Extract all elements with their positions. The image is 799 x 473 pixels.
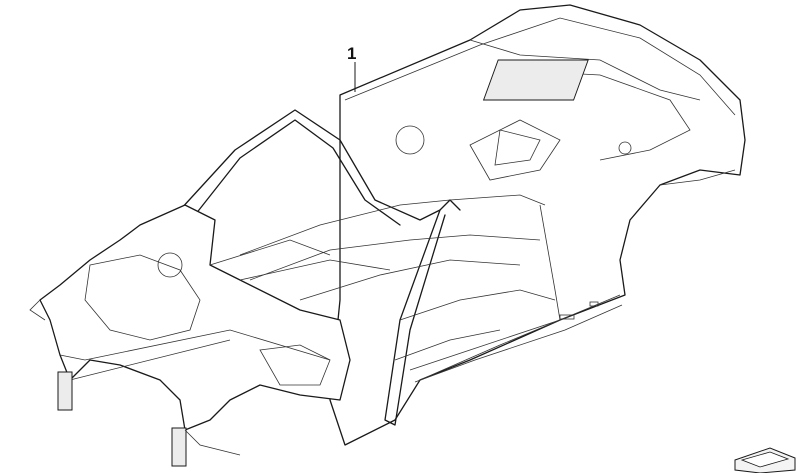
catalog-corner-icon: [734, 447, 796, 473]
front-structure: [29, 204, 391, 467]
front-left-bracket: [57, 371, 73, 411]
part-callout-number: 1: [347, 44, 357, 63]
front-right-bracket: [171, 427, 187, 467]
windshield-frame: [179, 109, 461, 426]
floor-pan: [239, 119, 632, 361]
side-sill: [409, 294, 623, 383]
rear-body-section: [329, 4, 746, 446]
rear-floor-panel: [482, 59, 589, 101]
